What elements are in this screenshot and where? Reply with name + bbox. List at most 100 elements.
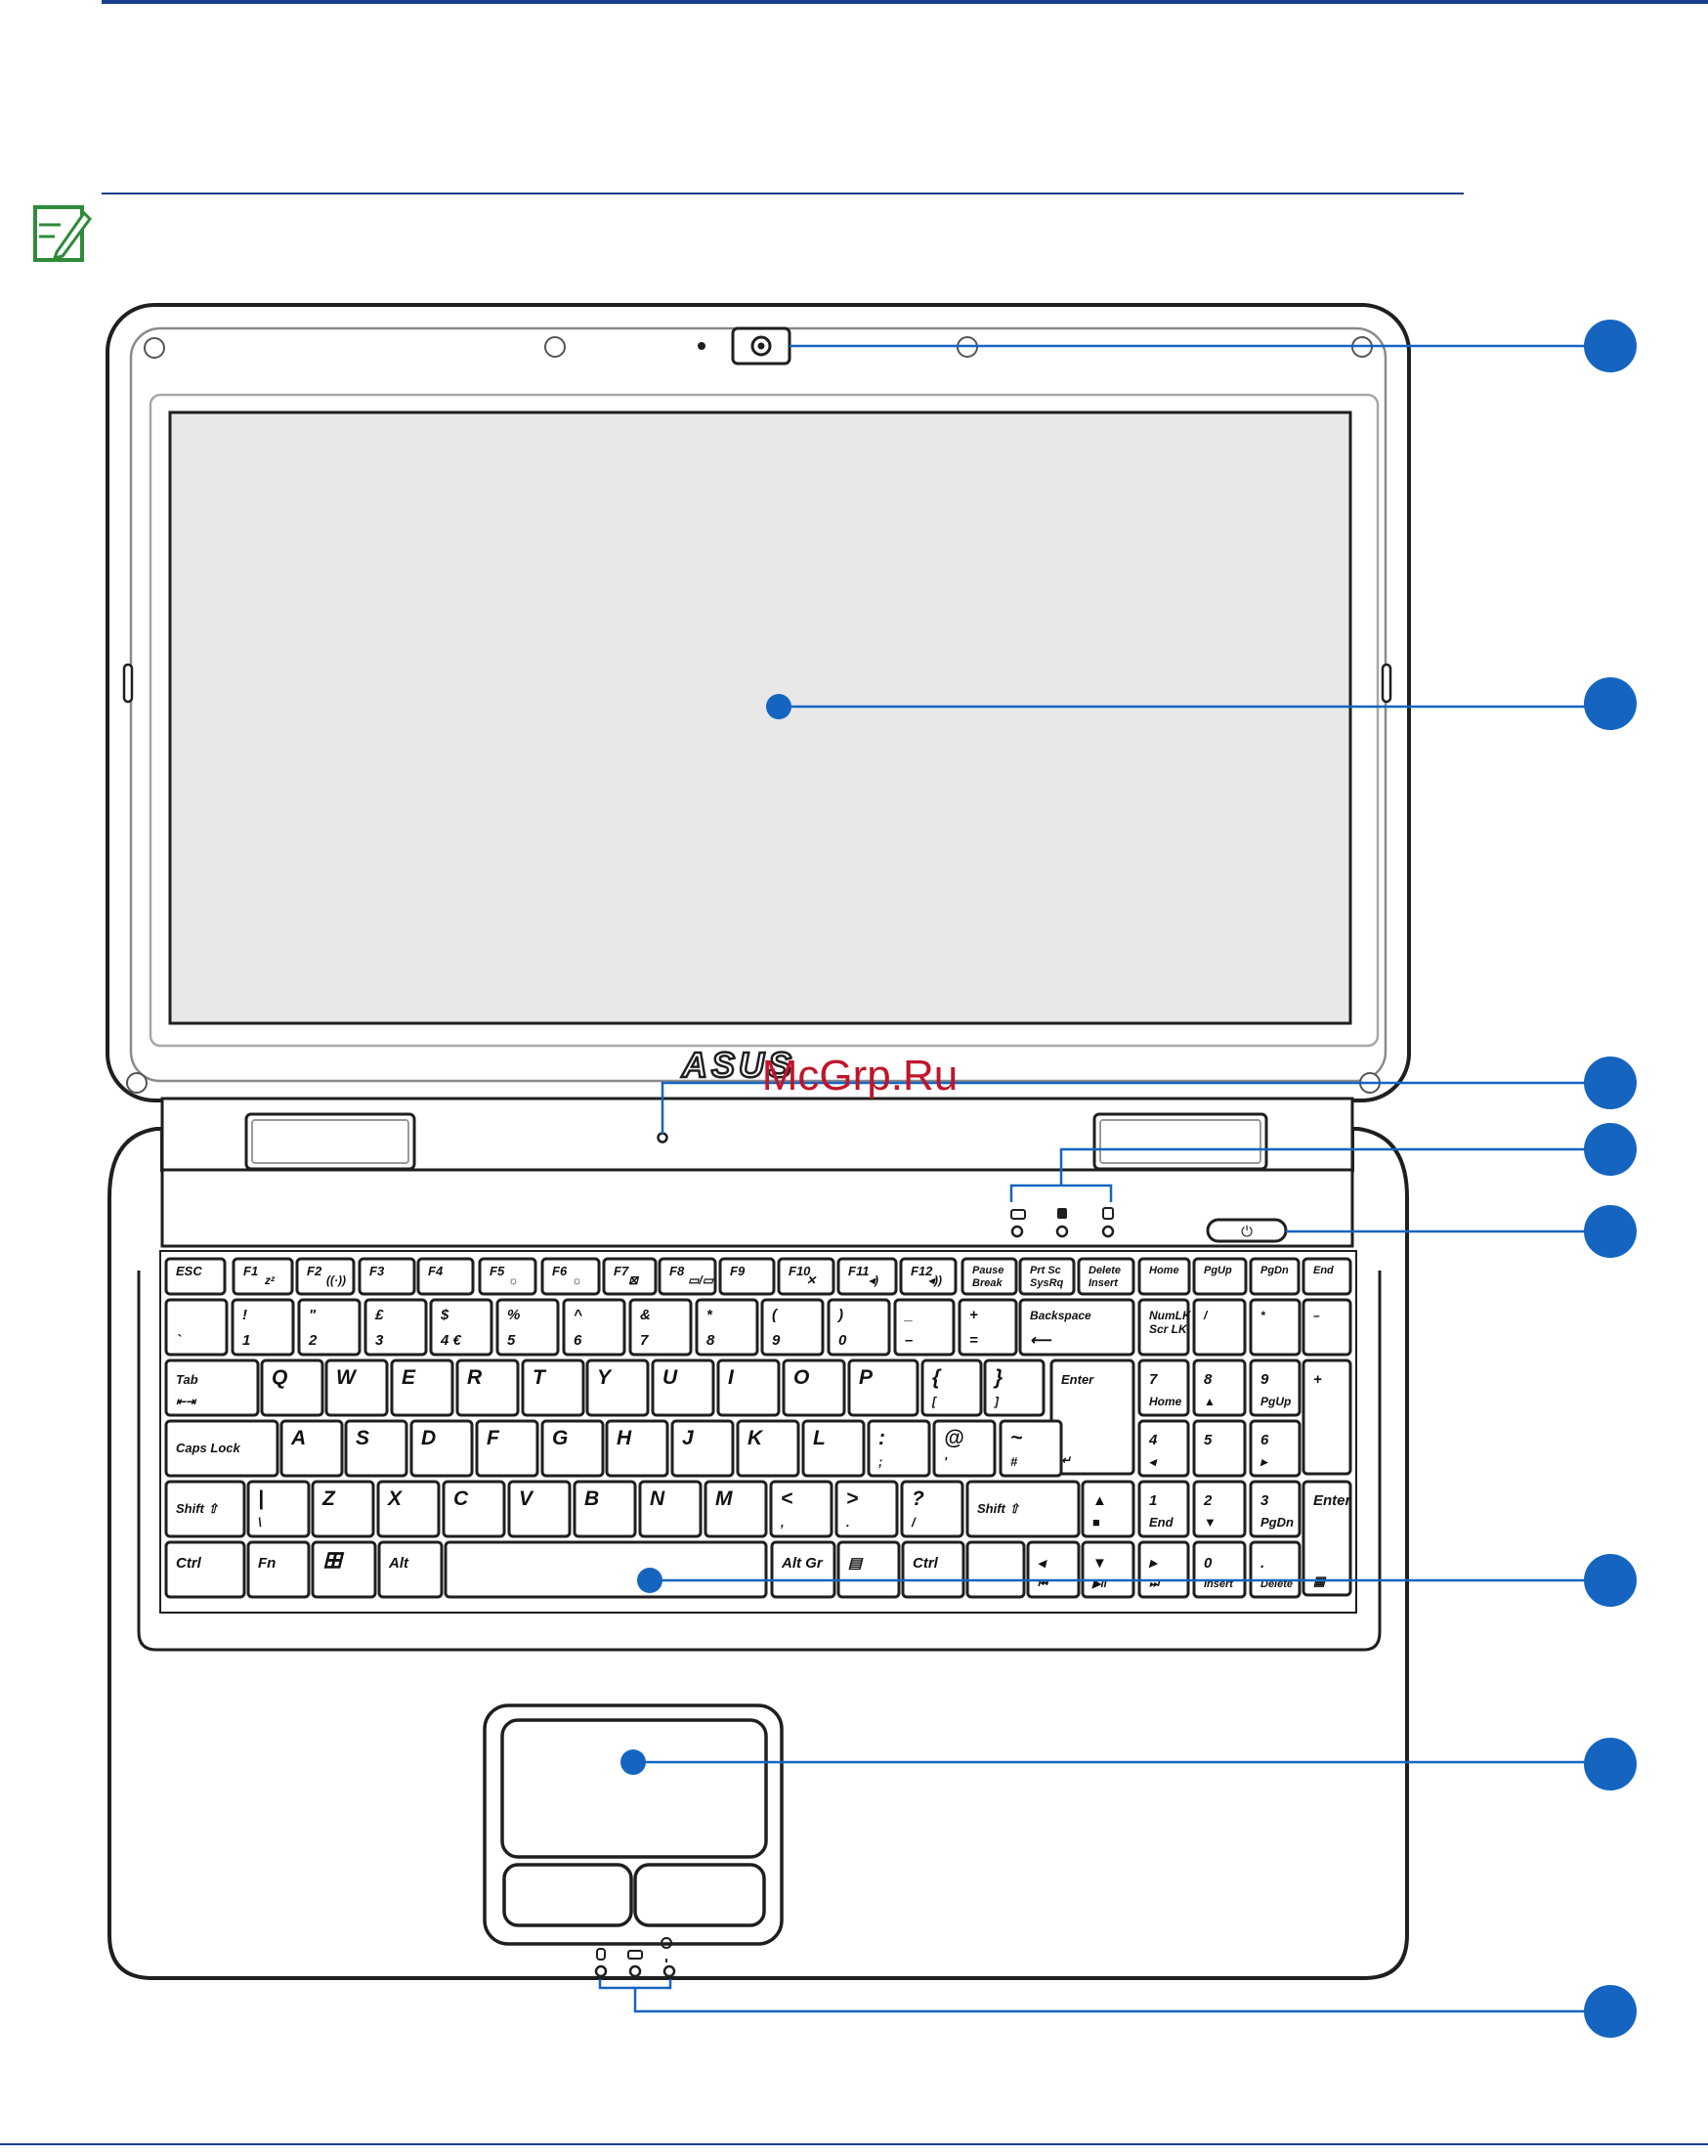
- key-home_row-0[interactable]: [164, 1419, 279, 1478]
- key-bottom_row-2[interactable]: [311, 1540, 377, 1599]
- key-function_row-10[interactable]: [777, 1257, 835, 1296]
- key-number_row-6[interactable]: [562, 1298, 626, 1357]
- key-shift_row-5[interactable]: [507, 1480, 572, 1538]
- key-function_row-6[interactable]: [540, 1257, 601, 1296]
- key-qwerty_row-2[interactable]: [324, 1358, 389, 1417]
- key-home_row-1[interactable]: [279, 1419, 344, 1478]
- key-function_row-2[interactable]: [295, 1257, 356, 1296]
- touchpad-right-button[interactable]: [633, 1863, 766, 1927]
- key-number_row-1[interactable]: [231, 1298, 295, 1357]
- key-number_row-2[interactable]: [297, 1298, 362, 1357]
- key-function_row-4[interactable]: [416, 1257, 475, 1296]
- key-function_row-5[interactable]: [478, 1257, 537, 1296]
- key-shift_row-1[interactable]: [246, 1480, 311, 1538]
- key-shift_row-0[interactable]: [164, 1480, 246, 1538]
- key-home_row-12[interactable]: [999, 1419, 1063, 1478]
- key-qwerty_row-12[interactable]: [983, 1358, 1046, 1417]
- key-home_row-15[interactable]: [1249, 1419, 1302, 1478]
- key-shift_row-9[interactable]: [769, 1480, 833, 1538]
- key-function_row-13[interactable]: [961, 1257, 1018, 1296]
- key-function_row-19[interactable]: [1302, 1257, 1352, 1296]
- key-qwerty_row-10[interactable]: [847, 1358, 919, 1417]
- key-function_row-17[interactable]: [1192, 1257, 1248, 1296]
- key-number_row-11[interactable]: [893, 1298, 956, 1357]
- key-number_row-12[interactable]: [958, 1298, 1018, 1357]
- key-shift_row-12[interactable]: [965, 1480, 1081, 1538]
- touchpad-left-button[interactable]: [502, 1863, 633, 1927]
- key-qwerty_row-9[interactable]: [782, 1358, 846, 1417]
- key-qwerty_row-11[interactable]: [920, 1358, 983, 1417]
- key-function_row-12[interactable]: [899, 1257, 958, 1296]
- key-function_row-7[interactable]: [602, 1257, 658, 1296]
- key-home_row-11[interactable]: [932, 1419, 997, 1478]
- key-shift_row-17[interactable]: [1302, 1480, 1352, 1597]
- key-bottom_row-1[interactable]: [246, 1540, 311, 1599]
- key-bottom_row-13[interactable]: [1249, 1540, 1302, 1599]
- key-function_row-9[interactable]: [718, 1257, 776, 1296]
- key-qwerty_row-8[interactable]: [716, 1358, 781, 1417]
- key-qwerty_row-13[interactable]: [1049, 1358, 1135, 1476]
- key-bottom_row-9[interactable]: [1026, 1540, 1081, 1599]
- key-number_row-17[interactable]: [1302, 1298, 1352, 1357]
- key-qwerty_row-16[interactable]: [1249, 1358, 1302, 1417]
- key-qwerty_row-7[interactable]: [651, 1358, 715, 1417]
- key-home_row-14[interactable]: [1192, 1419, 1247, 1478]
- key-function_row-0[interactable]: [164, 1257, 227, 1296]
- key-number_row-9[interactable]: [760, 1298, 825, 1357]
- key-bottom_row-7[interactable]: [901, 1540, 965, 1599]
- key-number_row-3[interactable]: [363, 1298, 428, 1357]
- key-qwerty_row-0[interactable]: [164, 1358, 260, 1417]
- key-shift_row-2[interactable]: [311, 1480, 375, 1538]
- key-number_row-8[interactable]: [695, 1298, 759, 1357]
- key-qwerty_row-4[interactable]: [455, 1358, 520, 1417]
- key-shift_row-8[interactable]: [704, 1480, 768, 1538]
- key-function_row-14[interactable]: [1018, 1257, 1076, 1296]
- key-bottom_row-5[interactable]: [770, 1540, 836, 1599]
- key-bottom_row-10[interactable]: [1081, 1540, 1135, 1599]
- key-number_row-15[interactable]: [1192, 1298, 1247, 1357]
- key-qwerty_row-17[interactable]: [1302, 1358, 1352, 1476]
- key-shift_row-15[interactable]: [1192, 1480, 1247, 1538]
- key-home_row-10[interactable]: [867, 1419, 931, 1478]
- key-function_row-8[interactable]: [658, 1257, 717, 1296]
- key-function_row-3[interactable]: [358, 1257, 416, 1296]
- key-qwerty_row-6[interactable]: [585, 1358, 650, 1417]
- key-function_row-15[interactable]: [1077, 1257, 1135, 1296]
- key-number_row-5[interactable]: [495, 1298, 560, 1357]
- key-bottom_row-11[interactable]: [1137, 1540, 1190, 1599]
- key-shift_row-11[interactable]: [900, 1480, 964, 1538]
- key-function_row-18[interactable]: [1249, 1257, 1301, 1296]
- key-qwerty_row-1[interactable]: [260, 1358, 324, 1417]
- key-bottom_row-0[interactable]: [164, 1540, 246, 1599]
- key-qwerty_row-14[interactable]: [1137, 1358, 1190, 1417]
- key-function_row-11[interactable]: [836, 1257, 898, 1296]
- key-function_row-16[interactable]: [1137, 1257, 1191, 1296]
- key-number_row-10[interactable]: [827, 1298, 891, 1357]
- key-home_row-13[interactable]: [1137, 1419, 1190, 1478]
- key-shift_row-6[interactable]: [573, 1480, 637, 1538]
- key-home_row-9[interactable]: [801, 1419, 866, 1478]
- key-home_row-7[interactable]: [670, 1419, 735, 1478]
- key-home_row-2[interactable]: [344, 1419, 408, 1478]
- key-bottom_row-8[interactable]: [965, 1540, 1026, 1599]
- key-qwerty_row-15[interactable]: [1192, 1358, 1247, 1417]
- key-shift_row-3[interactable]: [376, 1480, 441, 1538]
- touchpad[interactable]: [500, 1718, 768, 1859]
- key-shift_row-13[interactable]: [1081, 1480, 1135, 1538]
- key-home_row-8[interactable]: [736, 1419, 800, 1478]
- key-number_row-0[interactable]: [164, 1298, 229, 1357]
- key-bottom_row-4[interactable]: [444, 1540, 768, 1599]
- key-bottom_row-6[interactable]: [836, 1540, 901, 1599]
- key-qwerty_row-3[interactable]: [390, 1358, 454, 1417]
- key-home_row-4[interactable]: [475, 1419, 539, 1478]
- key-number_row-4[interactable]: [429, 1298, 493, 1357]
- key-function_row-1[interactable]: [232, 1257, 294, 1296]
- key-home_row-5[interactable]: [540, 1419, 605, 1478]
- key-qwerty_row-5[interactable]: [521, 1358, 585, 1417]
- key-shift_row-14[interactable]: [1137, 1480, 1190, 1538]
- key-number_row-13[interactable]: [1018, 1298, 1135, 1357]
- key-bottom_row-3[interactable]: [377, 1540, 444, 1599]
- key-home_row-3[interactable]: [409, 1419, 474, 1478]
- key-number_row-14[interactable]: [1137, 1298, 1190, 1357]
- key-shift_row-4[interactable]: [442, 1480, 506, 1538]
